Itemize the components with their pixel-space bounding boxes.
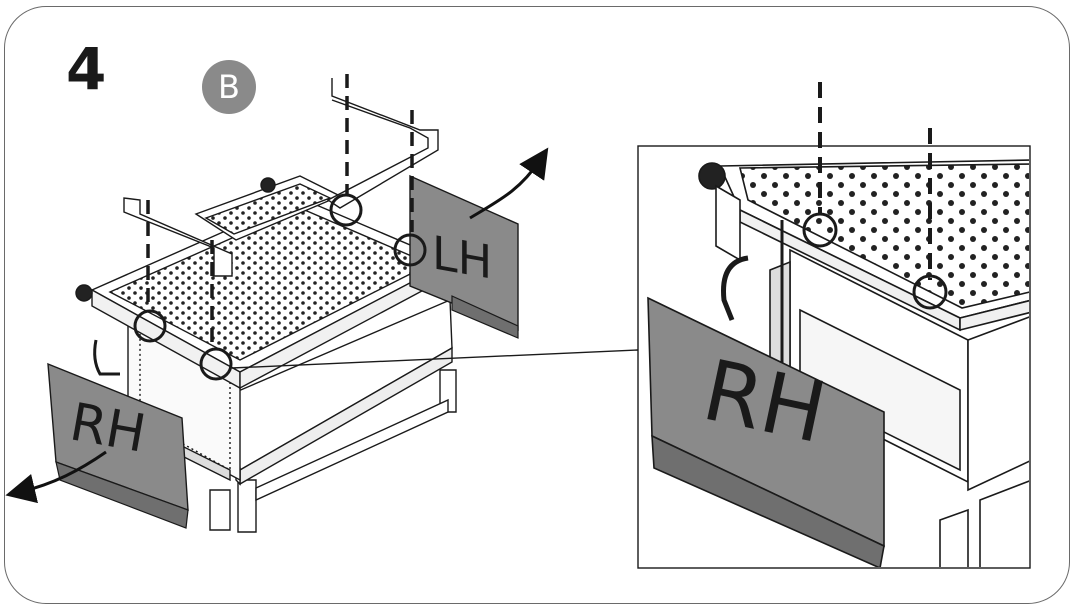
rh-panel: RH [47, 362, 189, 529]
callout-circle-4 [199, 347, 233, 381]
arrow-rh-out [5, 450, 107, 504]
arrow-lh-out [469, 147, 549, 220]
guide-lines-detail [818, 82, 932, 280]
pipe [93, 339, 120, 376]
rh-label-main: RH [66, 393, 151, 465]
rear-plate-holes [204, 183, 332, 235]
leg-front-mid [237, 479, 257, 533]
detail-callout-circle-2 [912, 274, 948, 310]
callout-circles-detail [802, 212, 948, 310]
variant-badge: B [202, 60, 256, 114]
lh-panel: LH [409, 174, 519, 339]
callout-circles-main [133, 193, 427, 381]
chassis-grid [139, 328, 231, 472]
knob-left [75, 284, 93, 302]
detail-view: RH [637, 82, 1031, 569]
lh-label: LH [432, 226, 492, 290]
guide-lines-main [146, 74, 414, 346]
main-assembly [75, 78, 457, 533]
detail-callout-circle-1 [802, 212, 838, 248]
callout-circle-1 [329, 193, 363, 227]
step-number: 4 [66, 35, 107, 103]
callout-circle-2 [393, 233, 427, 267]
bracket-top [326, 78, 439, 209]
knob-rear [260, 177, 276, 193]
bracket-left [123, 197, 233, 277]
lower-rail [255, 398, 449, 502]
leg-front-left [209, 489, 231, 531]
detail-leader-line [231, 349, 639, 369]
callout-circle-3 [133, 309, 167, 343]
